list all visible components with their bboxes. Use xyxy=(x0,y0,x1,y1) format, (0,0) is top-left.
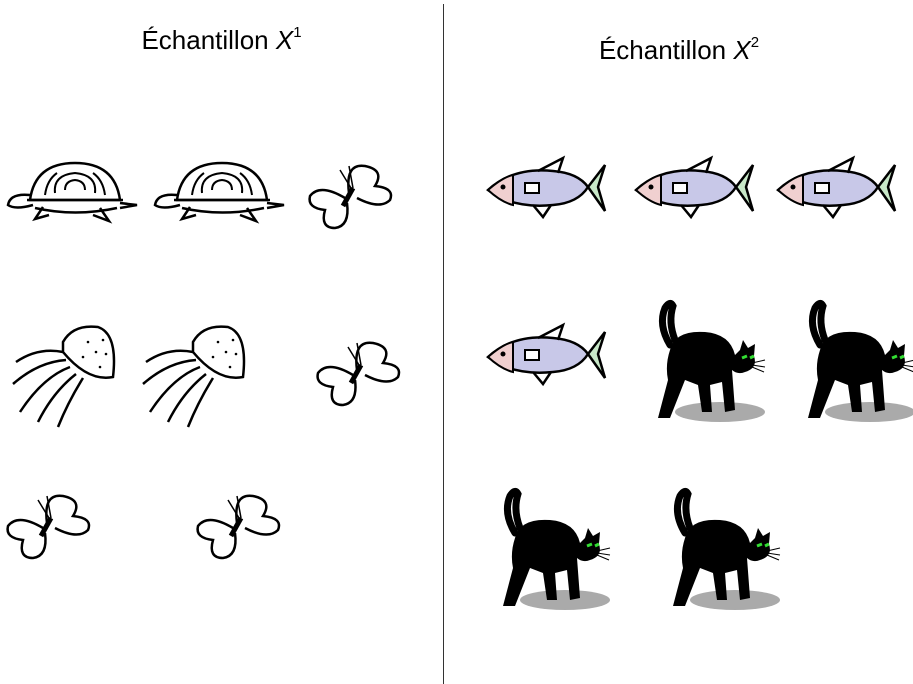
sample-divider xyxy=(443,4,444,684)
sample-x1-panel: Échantillon X1 xyxy=(0,0,443,684)
jellyfish-icon xyxy=(138,322,250,430)
fish-icon xyxy=(483,155,608,220)
turtle-icon xyxy=(5,155,140,225)
sample-x2-title: Échantillon X2 xyxy=(445,34,913,66)
title-text: Échantillon xyxy=(141,25,276,55)
butterfly-icon xyxy=(193,488,285,563)
black-cat-icon xyxy=(640,299,766,435)
butterfly-icon xyxy=(313,335,405,410)
sample-x1-title: Échantillon X1 xyxy=(0,24,443,56)
title-superscript: 2 xyxy=(750,34,760,51)
title-text: Échantillon xyxy=(598,35,734,65)
black-cat-icon xyxy=(790,299,913,435)
title-variable: X xyxy=(733,35,751,65)
turtle-icon xyxy=(152,155,287,225)
butterfly-icon xyxy=(305,158,397,233)
black-cat-icon xyxy=(655,487,781,623)
jellyfish-icon xyxy=(8,322,120,430)
fish-icon xyxy=(631,155,756,220)
title-variable: X xyxy=(275,25,294,55)
fish-icon xyxy=(483,322,608,387)
title-superscript: 1 xyxy=(293,24,302,41)
fish-icon xyxy=(773,155,898,220)
black-cat-icon xyxy=(485,487,611,623)
butterfly-icon xyxy=(3,488,95,563)
sample-x2-panel: Échantillon X2 xyxy=(445,0,913,684)
